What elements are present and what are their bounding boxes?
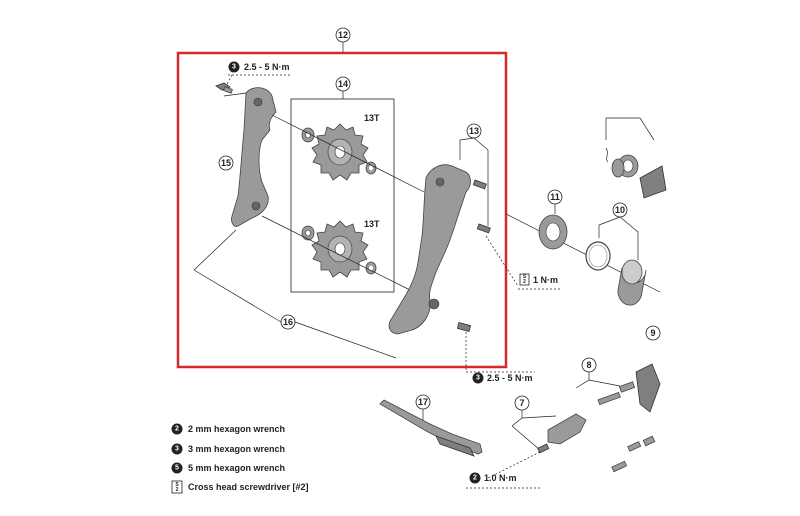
cable-end-parts [611, 435, 656, 473]
torque-label-bottom: 3 2.5 - 5 N·m [465, 332, 535, 384]
upper-pulley-teeth-label: 13T [364, 113, 380, 123]
svg-text:16: 16 [283, 317, 293, 327]
svg-text:17: 17 [418, 397, 428, 407]
callout-13: 13 [459, 123, 489, 226]
svg-text:3 mm hexagon wrench: 3 mm hexagon wrench [188, 444, 285, 454]
svg-text:3: 3 [232, 64, 236, 71]
svg-text:S: S [523, 274, 527, 280]
callout-15: 15 [218, 155, 234, 171]
callout-14: 14 [335, 76, 351, 99]
torque-label-top: 3 2.5 - 5 N·m [228, 61, 290, 76]
svg-text:9: 9 [650, 328, 655, 338]
screw-b-tension [472, 179, 491, 234]
legend-item-screwdriver: S 2 Cross head screwdriver [#2] [171, 480, 309, 494]
spring-washer [538, 214, 568, 250]
callout-11: 11 [547, 189, 563, 214]
svg-text:2: 2 [175, 426, 179, 433]
svg-text:8: 8 [586, 360, 591, 370]
svg-text:11: 11 [550, 192, 560, 202]
legend-item-5mm: 5 5 mm hexagon wrench [171, 462, 285, 474]
svg-text:1 N·m: 1 N·m [533, 275, 558, 285]
callout-12: 12 [335, 27, 351, 53]
svg-text:Cross head screwdriver [#2]: Cross head screwdriver [#2] [188, 482, 309, 492]
svg-text:7: 7 [519, 398, 524, 408]
axle-assembly [605, 117, 667, 199]
bushing-rings [585, 241, 647, 306]
tl-tool [379, 399, 483, 457]
screw-bottom [456, 322, 472, 332]
pins [597, 363, 661, 413]
svg-text:2: 2 [176, 487, 179, 493]
svg-text:2.5 - 5 N·m: 2.5 - 5 N·m [487, 373, 533, 383]
torque-label-lower: 2 1.0 N·m [466, 451, 541, 489]
svg-text:5: 5 [175, 465, 179, 472]
upper-pulley: 13T [301, 113, 380, 181]
pulley-group-frame [290, 98, 395, 293]
torque-label-mid: S 2 1 N·m [485, 235, 560, 290]
lower-pulley-teeth-label: 13T [364, 219, 380, 229]
svg-text:14: 14 [338, 79, 348, 89]
svg-text:1.0 N·m: 1.0 N·m [484, 473, 517, 483]
legend-item-2mm: 2 2 mm hexagon wrench [171, 423, 285, 435]
svg-text:13: 13 [469, 126, 479, 136]
svg-text:12: 12 [338, 30, 348, 40]
callout-16: 16 [193, 229, 397, 359]
svg-text:10: 10 [615, 205, 625, 215]
legend-item-3mm: 3 3 mm hexagon wrench [171, 443, 285, 455]
svg-text:2.5 - 5 N·m: 2.5 - 5 N·m [244, 62, 290, 72]
svg-text:3: 3 [175, 446, 179, 453]
screw-top-left [215, 74, 233, 94]
svg-text:15: 15 [221, 158, 231, 168]
svg-text:S: S [175, 482, 179, 488]
lower-pulley: 13T [301, 219, 380, 278]
callout-8: 8 [575, 357, 621, 389]
callout-7: 7 [511, 395, 557, 451]
callout-10: 10 [598, 202, 639, 260]
highlight-box [176, 51, 508, 369]
tool-legend: 2 2 mm hexagon wrench 3 3 mm hexagon wre… [171, 423, 309, 494]
callout-17: 17 [415, 394, 431, 420]
outer-plate [223, 87, 277, 227]
inner-plate [388, 164, 471, 335]
svg-text:2: 2 [473, 475, 477, 482]
svg-text:2 mm hexagon wrench: 2 mm hexagon wrench [188, 424, 285, 434]
svg-text:5 mm hexagon wrench: 5 mm hexagon wrench [188, 463, 285, 473]
svg-text:2: 2 [523, 279, 526, 285]
cable-adjuster [537, 413, 587, 454]
callout-9: 9 [645, 325, 661, 341]
svg-text:3: 3 [476, 375, 480, 382]
